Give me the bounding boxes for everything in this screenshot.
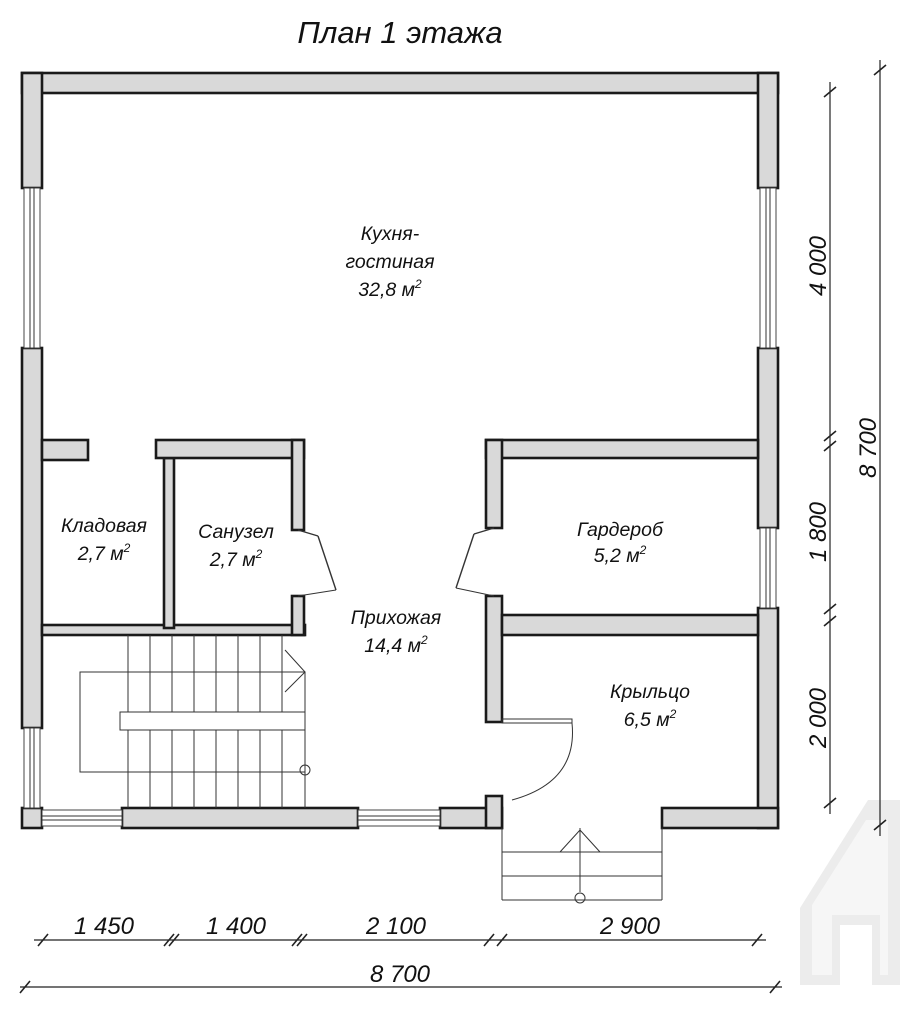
room-hall-label: Прихожая 14,4 м2 [351, 607, 442, 657]
windows [23, 187, 777, 827]
wall-wardrobe-top [484, 438, 760, 460]
svg-text:6,5 м2: 6,5 м2 [624, 707, 677, 731]
room-porch-label: Крыльцо 6,5 м2 [610, 681, 690, 731]
dimension-right-1: 4 000 [805, 235, 832, 296]
wall-left-middle [20, 346, 44, 730]
room-bathroom-area-sup: 2 [255, 547, 263, 561]
room-kitchen-area-sup: 2 [414, 277, 422, 291]
room-storage-area: 2,7 м [77, 543, 124, 565]
room-wardrobe-area: 5,2 м [594, 545, 640, 567]
dimension-right-segments: 4 000 1 800 2 000 [805, 82, 837, 814]
wall-right-lower [756, 606, 780, 830]
wall-bottom-3 [660, 806, 780, 830]
door-wardrobe [455, 527, 495, 597]
window-left-lower [23, 727, 41, 809]
room-porch-area-sup: 2 [669, 707, 677, 721]
room-wardrobe-area-sup: 2 [639, 543, 647, 557]
dimension-bottom-total: 8 700 [19, 961, 782, 994]
dimension-right-total: 8 700 [855, 60, 887, 836]
room-kitchen-label: Кухня- гостиная 32,8 м2 [345, 223, 435, 301]
room-hall-area: 14,4 м [364, 635, 421, 657]
wall-left-upper [20, 71, 44, 190]
dimension-bottom-4: 2 900 [599, 913, 661, 940]
wall-storage-bathroom [162, 456, 176, 630]
door-bathroom [297, 529, 337, 597]
room-kitchen-name-2: гостиная [345, 251, 435, 273]
watermark-house-logo [800, 800, 900, 985]
dimension-bottom-3: 2 100 [365, 913, 427, 940]
dimension-right-total-label: 8 700 [855, 417, 882, 478]
wall-left-lower [20, 806, 44, 830]
room-storage-name: Кладовая [61, 515, 148, 537]
wall-porch-left-upper [484, 594, 504, 724]
wall-bathroom-right-lower [290, 594, 306, 637]
svg-text:14,4 м2: 14,4 м2 [364, 633, 428, 657]
room-wardrobe-name: Гардероб [577, 519, 664, 541]
room-bathroom-name: Санузел [198, 521, 274, 543]
wall-porch-left-lower [484, 794, 504, 830]
dimension-right-2: 1 800 [805, 501, 832, 562]
wall-storage-top [40, 438, 90, 462]
wall-bathroom-top [154, 438, 306, 460]
door-porch-inner [501, 718, 573, 801]
svg-text:5,2 м2: 5,2 м2 [594, 543, 647, 567]
room-hall-name: Прихожая [351, 607, 442, 629]
svg-text:2,7 м2: 2,7 м2 [77, 541, 131, 565]
wall-bathroom-right-upper [290, 438, 306, 532]
wall-wardrobe-left [484, 438, 504, 530]
entrance-arrow [559, 829, 601, 853]
stair-start-marker [299, 764, 311, 776]
window-bottom-hall [357, 809, 441, 827]
dimension-bottom-2: 1 400 [206, 913, 267, 940]
window-right-wardrobe [759, 527, 777, 609]
wall-wardrobe-bottom [500, 613, 760, 637]
window-left-upper [23, 187, 41, 349]
wall-top [20, 71, 780, 95]
room-storage-label: Кладовая 2,7 м2 [61, 515, 148, 565]
doors [297, 527, 573, 801]
wall-right-middle [756, 346, 780, 530]
room-storage-area-sup: 2 [123, 541, 131, 555]
dimension-bottom-1: 1 450 [74, 913, 135, 940]
room-kitchen-name-1: Кухня- [361, 223, 420, 245]
room-hall-area-sup: 2 [420, 633, 428, 647]
room-wardrobe-label: Гардероб 5,2 м2 [577, 519, 664, 567]
dimension-right-3: 2 000 [805, 687, 832, 749]
plan-title: План 1 этажа [297, 15, 502, 50]
stair-direction-arrow [284, 649, 306, 693]
entrance-steps [501, 828, 663, 904]
window-bottom-left [41, 809, 123, 827]
wall-bottom-1 [120, 806, 360, 830]
room-bathroom-label: Санузел 2,7 м2 [198, 521, 274, 571]
dimension-bottom-total-label: 8 700 [370, 961, 431, 988]
wall-right-upper [756, 71, 780, 190]
dimension-bottom-segments: 1 450 1 400 2 100 2 900 [34, 913, 766, 947]
entrance-marker [574, 892, 586, 904]
svg-text:2,7 м2: 2,7 м2 [209, 547, 263, 571]
room-porch-area: 6,5 м [624, 709, 670, 731]
room-porch-name: Крыльцо [610, 681, 690, 703]
room-bathroom-area: 2,7 м [209, 549, 256, 571]
staircase [79, 635, 311, 808]
window-right-upper [759, 187, 777, 349]
svg-text:32,8 м2: 32,8 м2 [358, 277, 422, 301]
room-kitchen-area: 32,8 м [358, 279, 415, 301]
